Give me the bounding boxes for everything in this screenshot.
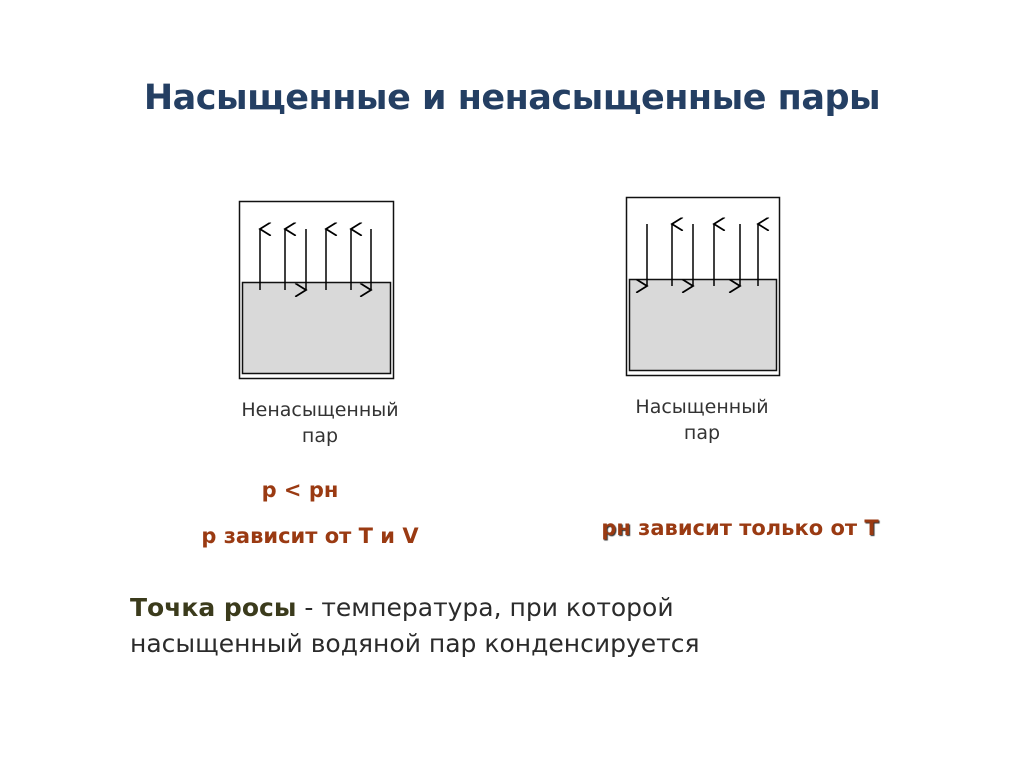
unsaturated-caption: Ненасыщенный пар	[210, 397, 430, 449]
page-title: Насыщенные и ненасыщенные пары	[143, 78, 881, 118]
definition-text: - температура, при которой	[296, 593, 674, 622]
unsaturated-vessel	[238, 200, 395, 380]
pressure-inequality: p < pн	[261, 478, 339, 502]
dew-point-definition: Точка росы - температура, при которой на…	[130, 590, 700, 662]
temperature-symbol: T	[864, 516, 879, 540]
saturation-pressure-symbol: pн	[601, 516, 631, 540]
dependency-text: зависит только от	[630, 516, 865, 540]
saturated-vessel	[625, 196, 781, 377]
caption-line: пар	[301, 425, 339, 447]
caption-line: Ненасыщенный	[241, 399, 399, 421]
caption-line: Насыщенный	[635, 396, 769, 418]
definition-term: Точка росы	[130, 593, 297, 622]
saturated-caption: Насыщенный пар	[592, 394, 812, 446]
definition-text: насыщенный водяной пар конденсируется	[130, 629, 700, 658]
unsaturated-dependency: p зависит от T и V	[201, 524, 419, 548]
saturated-dependency: pн зависит только от T	[540, 516, 940, 540]
caption-line: пар	[683, 422, 721, 444]
